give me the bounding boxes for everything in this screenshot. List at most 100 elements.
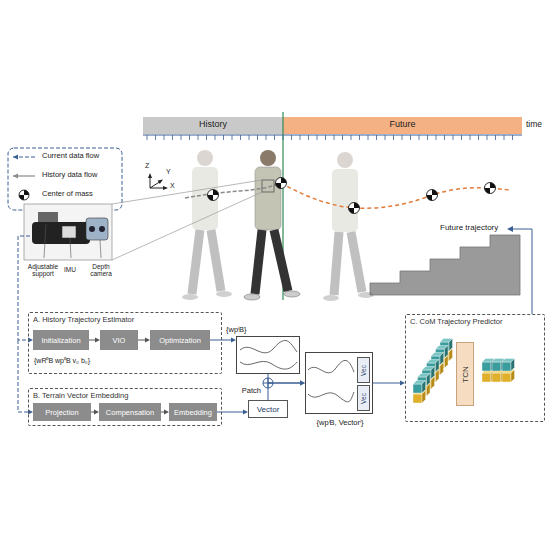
time-tick	[249, 135, 250, 140]
com-fill	[276, 178, 287, 189]
com-icon	[276, 178, 287, 189]
output-arrow	[512, 229, 532, 314]
vec-box: Vec	[357, 385, 370, 411]
connector	[138, 337, 150, 342]
cube-face	[431, 367, 435, 380]
state-label: {wR⁰B wp⁰B v₀ b₀}	[34, 356, 90, 365]
time-tick	[300, 135, 301, 140]
time-tick	[427, 135, 428, 140]
time-tick	[359, 135, 360, 140]
cube-face	[502, 373, 511, 382]
process-label: Compensation	[106, 408, 154, 417]
cube-face	[449, 339, 453, 352]
axis-label: X	[170, 182, 175, 190]
timeline-label: Future	[283, 120, 522, 130]
trajectory-plot: {wpⁱB}	[236, 336, 300, 374]
time-tick	[512, 135, 513, 140]
process-box: Embedding	[169, 403, 217, 421]
stairs	[370, 235, 520, 295]
zoom-line	[112, 192, 262, 260]
connector-line	[373, 383, 401, 384]
time-tick	[402, 135, 403, 140]
connector-line	[268, 374, 301, 383]
time-tick	[368, 135, 369, 140]
com-fill	[208, 190, 219, 201]
cube-face	[511, 370, 515, 383]
connector-line	[89, 340, 96, 341]
time-tick	[342, 135, 343, 140]
time-tick	[291, 135, 292, 140]
network-cube	[502, 359, 515, 372]
com-icon	[427, 190, 438, 201]
time-tick	[283, 135, 284, 140]
cube-face	[492, 373, 501, 382]
com-fill	[349, 203, 360, 214]
connector-line	[138, 340, 146, 341]
group-title: A. History Trajectory Estimator	[33, 315, 134, 324]
time-tick	[155, 135, 156, 140]
time-tick	[172, 135, 173, 140]
connector	[268, 380, 305, 400]
plot-heading: {wpⁱB, Vectorⁱ}	[296, 417, 384, 427]
process-label: Projection	[45, 408, 78, 417]
legend-sample	[13, 155, 18, 160]
com-icon	[349, 203, 360, 214]
group-box: A. History Trajectory Estimator {wR⁰B wp⁰…	[28, 312, 222, 374]
zoom-line	[112, 180, 262, 204]
legend-box	[8, 148, 122, 210]
process-label: VIO	[113, 336, 126, 345]
com-fill	[19, 190, 29, 200]
time-tick	[189, 135, 190, 140]
time-tick	[181, 135, 182, 140]
axis-head	[148, 173, 152, 178]
axis-label: Y	[166, 168, 171, 176]
plot-curve	[308, 392, 354, 402]
device-inset	[24, 204, 112, 260]
leader-line	[70, 238, 71, 258]
vec-label: Vec	[360, 393, 367, 404]
process-box: Compensation	[99, 403, 161, 421]
connector	[91, 409, 99, 414]
group-box: B. Terrain Vector EmbeddingProjectionCom…	[28, 388, 222, 426]
person-future	[323, 152, 374, 301]
part-label: Depth camera	[86, 263, 116, 277]
time-tick	[410, 135, 411, 140]
timeline-label: History	[143, 120, 283, 130]
time-tick	[385, 135, 386, 140]
device-strap	[32, 222, 90, 244]
cube-face	[492, 362, 501, 371]
com-ring	[349, 203, 360, 214]
time-tick	[206, 135, 207, 140]
future-trajectory	[281, 183, 510, 208]
connector-line	[210, 340, 232, 341]
cube-face	[482, 373, 491, 382]
plot-heading: {wpⁱB}	[226, 324, 247, 334]
time-tick	[257, 135, 258, 140]
time-tick	[487, 135, 488, 140]
time-tick	[351, 135, 352, 140]
axis-head	[163, 186, 168, 190]
com-fill	[485, 183, 496, 194]
lens	[99, 226, 105, 232]
time-tick	[504, 135, 505, 140]
legend-sample	[13, 174, 18, 179]
person-now	[244, 150, 300, 300]
cube-face	[436, 360, 440, 373]
time-tick	[436, 135, 437, 140]
tcn-label: TCN	[461, 366, 470, 382]
com-fill	[427, 190, 438, 201]
process-box: Optimization	[150, 330, 210, 350]
process-label: Initialization	[41, 336, 80, 345]
axis-head	[158, 180, 163, 185]
cube-face	[511, 359, 515, 372]
com-ring	[19, 190, 29, 200]
time-tick	[470, 135, 471, 140]
history-trajectory	[185, 183, 281, 198]
vec-label: Vec	[360, 365, 367, 376]
imu-box	[62, 226, 76, 238]
time-tick	[198, 135, 199, 140]
time-tick	[274, 135, 275, 140]
